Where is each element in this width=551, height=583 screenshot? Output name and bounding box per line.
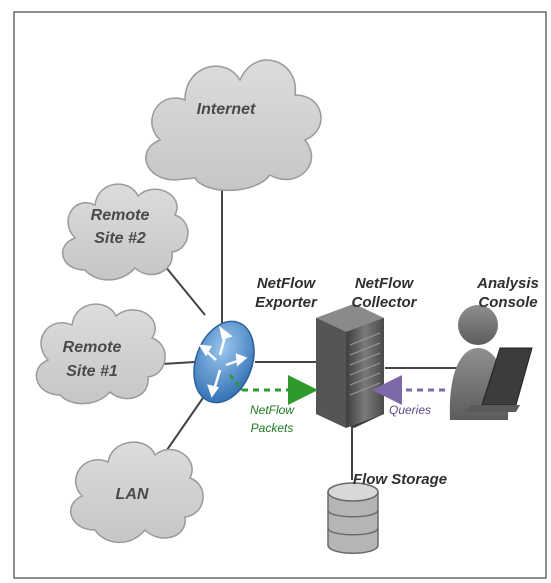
database-icon [327, 482, 379, 554]
lan-cloud: LAN [70, 441, 204, 544]
remote-site-1-cloud: Remote Site #1 [35, 303, 166, 405]
remote-site-1-label-line2: Site #1 [66, 363, 118, 380]
remote-site-2-label-line1: Remote [91, 207, 150, 224]
laptop-icon [466, 347, 533, 412]
lan-label: LAN [116, 486, 149, 503]
collector-label-line2: Collector [351, 294, 417, 311]
console-label-line2: Console [478, 294, 537, 311]
network-links [144, 180, 462, 480]
link-site2-exporter [159, 259, 206, 316]
server-icon [316, 304, 384, 428]
remote-site-2-cloud: Remote Site #2 [61, 183, 189, 281]
internet-cloud: Internet [145, 59, 322, 192]
netflow-arrow-bend [229, 374, 243, 391]
collector-label-line1: NetFlow [355, 275, 415, 292]
router-icon [193, 320, 255, 404]
remote-site-2-label-line2: Site #2 [94, 230, 146, 247]
exporter-label-line2: Exporter [255, 294, 318, 311]
netflow-packets-label-line1: NetFlow [250, 403, 295, 417]
internet-label: Internet [197, 101, 256, 118]
console-label-line1: Analysis [476, 275, 539, 292]
exporter-label-line1: NetFlow [257, 275, 317, 292]
queries-label: Queries [389, 403, 431, 417]
netflow-packets-label-line2: Packets [251, 421, 294, 435]
flow-storage-label: Flow Storage [353, 471, 447, 488]
remote-site-1-label-line1: Remote [63, 339, 122, 356]
